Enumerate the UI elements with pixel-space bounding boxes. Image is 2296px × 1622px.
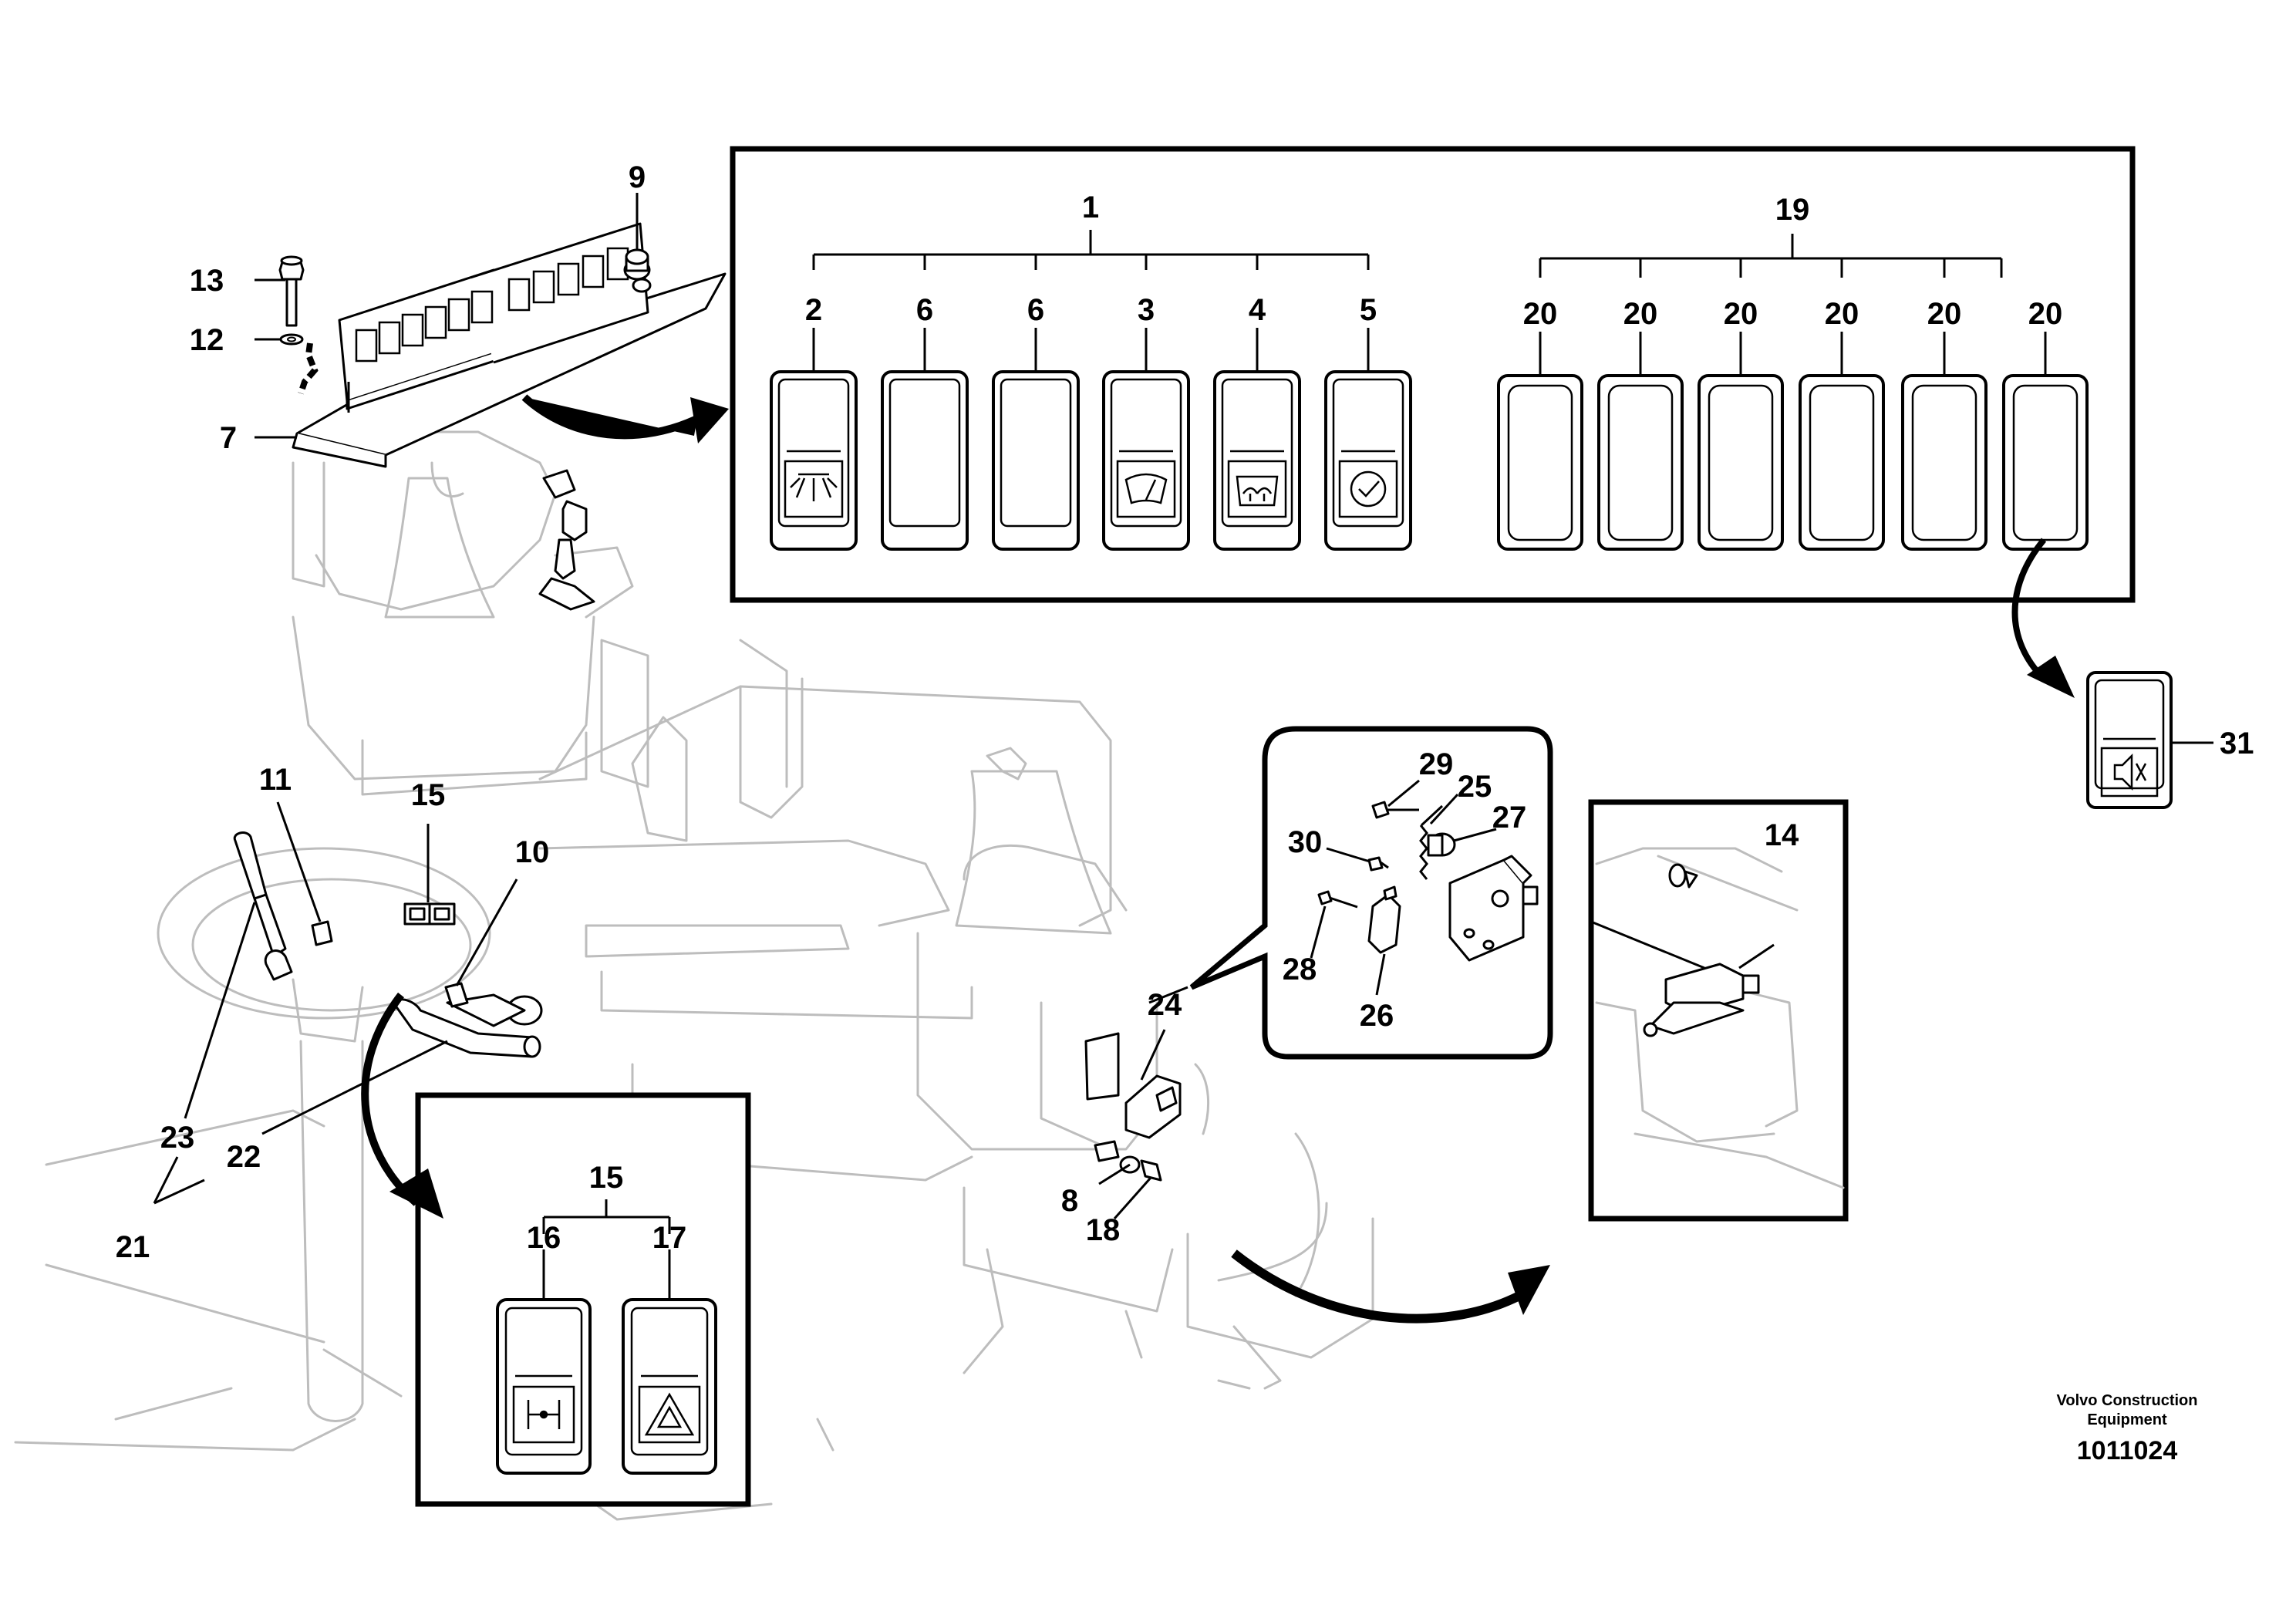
buzzer-mute-icon	[2113, 753, 2147, 791]
work-light-icon	[790, 473, 838, 501]
bracket-1	[812, 230, 1370, 270]
ignition-switch-part	[538, 469, 595, 611]
switch-17	[622, 1298, 717, 1475]
bracket-19	[1539, 234, 2003, 278]
callout-4: 4	[1249, 293, 1266, 327]
switch-panel-7-part	[292, 222, 727, 468]
switch-20-d	[1799, 374, 1885, 551]
callout-16: 16	[527, 1221, 561, 1255]
callout-7: 7	[220, 421, 237, 455]
callout-26: 26	[1360, 999, 1394, 1033]
callout-29: 29	[1419, 747, 1454, 781]
callout-23: 23	[160, 1121, 195, 1155]
switch-20-f	[2002, 374, 2089, 551]
switch-20-c	[1698, 374, 1784, 551]
steering-wheel	[157, 847, 543, 1422]
callout-15-b: 15	[589, 1161, 624, 1195]
callout-15-a: 15	[411, 778, 446, 812]
callout-9: 9	[629, 160, 646, 194]
callout-10: 10	[515, 835, 550, 869]
footer: Volvo Construction Equipment 1011024	[2057, 1392, 2198, 1465]
company-name-line1: Volvo Construction	[2057, 1392, 2198, 1409]
callout-20-d: 20	[1825, 297, 1859, 331]
callout-17: 17	[652, 1221, 687, 1255]
callout-24: 24	[1148, 988, 1182, 1022]
callout-labels: 1 2 6 6 3 4 5 19 20 20 20 20 20 20 31 9 …	[116, 160, 2254, 1264]
callout-25: 25	[1458, 770, 1492, 804]
switch-20-a	[1497, 374, 1583, 551]
rear-wiper-icon	[1236, 475, 1279, 507]
lever-23-part	[233, 831, 293, 981]
callout-20-f: 20	[2028, 297, 2063, 331]
switch-4	[1213, 370, 1301, 551]
callout-11: 11	[259, 763, 292, 797]
switch-20-b	[1597, 374, 1684, 551]
switch-6-b	[992, 370, 1080, 551]
callout-2: 2	[805, 293, 822, 327]
check-icon	[1350, 470, 1387, 508]
machine-outline	[14, 430, 1374, 1521]
callout-5: 5	[1360, 293, 1377, 327]
switch-pair-15-part	[403, 902, 456, 926]
switch-leaders	[812, 328, 2047, 374]
callout-20-c: 20	[1724, 297, 1758, 331]
switch-2	[770, 370, 858, 551]
arrow-to-detail-14	[1231, 1249, 1550, 1324]
switch-5	[1324, 370, 1412, 551]
callout-21: 21	[116, 1230, 150, 1264]
callout-12: 12	[190, 323, 224, 357]
callout-20-b: 20	[1623, 297, 1658, 331]
callout-19: 19	[1775, 193, 1810, 227]
selector-24-part	[1084, 1032, 1210, 1182]
callout-14: 14	[1765, 818, 1799, 852]
callout-20-a: 20	[1523, 297, 1558, 331]
switch-6-a	[881, 370, 969, 551]
switch-16	[496, 1298, 592, 1475]
switch-11-part	[311, 920, 333, 946]
switch-20-e	[1901, 374, 1988, 551]
callout-18: 18	[1086, 1213, 1121, 1247]
main-leaders	[153, 193, 1188, 1219]
hazard-warning-icon	[644, 1392, 695, 1436]
detail-frame-14	[1588, 799, 1849, 1222]
arrow-to-panel-detail	[521, 394, 729, 443]
switch-31	[2086, 671, 2173, 809]
washer-12-part	[279, 333, 304, 346]
company-name-line2: Equipment	[2087, 1411, 2167, 1428]
screw-13-part	[278, 255, 305, 327]
callout-13: 13	[190, 264, 224, 298]
callout-30: 30	[1288, 825, 1323, 859]
front-wiper-icon	[1124, 473, 1168, 504]
callout-31: 31	[2220, 727, 2254, 760]
callout-20-e: 20	[1927, 297, 1962, 331]
callout-6-b: 6	[1027, 293, 1044, 327]
bubble-leaders	[1310, 779, 1497, 996]
callout-27: 27	[1492, 801, 1527, 835]
arrow-to-switch-31	[2011, 538, 2075, 698]
callout-8: 8	[1061, 1184, 1078, 1218]
callout-3: 3	[1138, 293, 1155, 327]
callout-6-a: 6	[916, 293, 933, 327]
bubble-detail-24	[1189, 726, 1553, 1060]
callout-22: 22	[227, 1140, 261, 1174]
callout-28: 28	[1283, 953, 1317, 986]
switch-3	[1102, 370, 1190, 551]
callout-1: 1	[1082, 191, 1099, 224]
document-number: 1011024	[2077, 1436, 2178, 1465]
float-position-icon	[527, 1400, 561, 1429]
arrow-to-switch-15-detail	[361, 992, 443, 1219]
